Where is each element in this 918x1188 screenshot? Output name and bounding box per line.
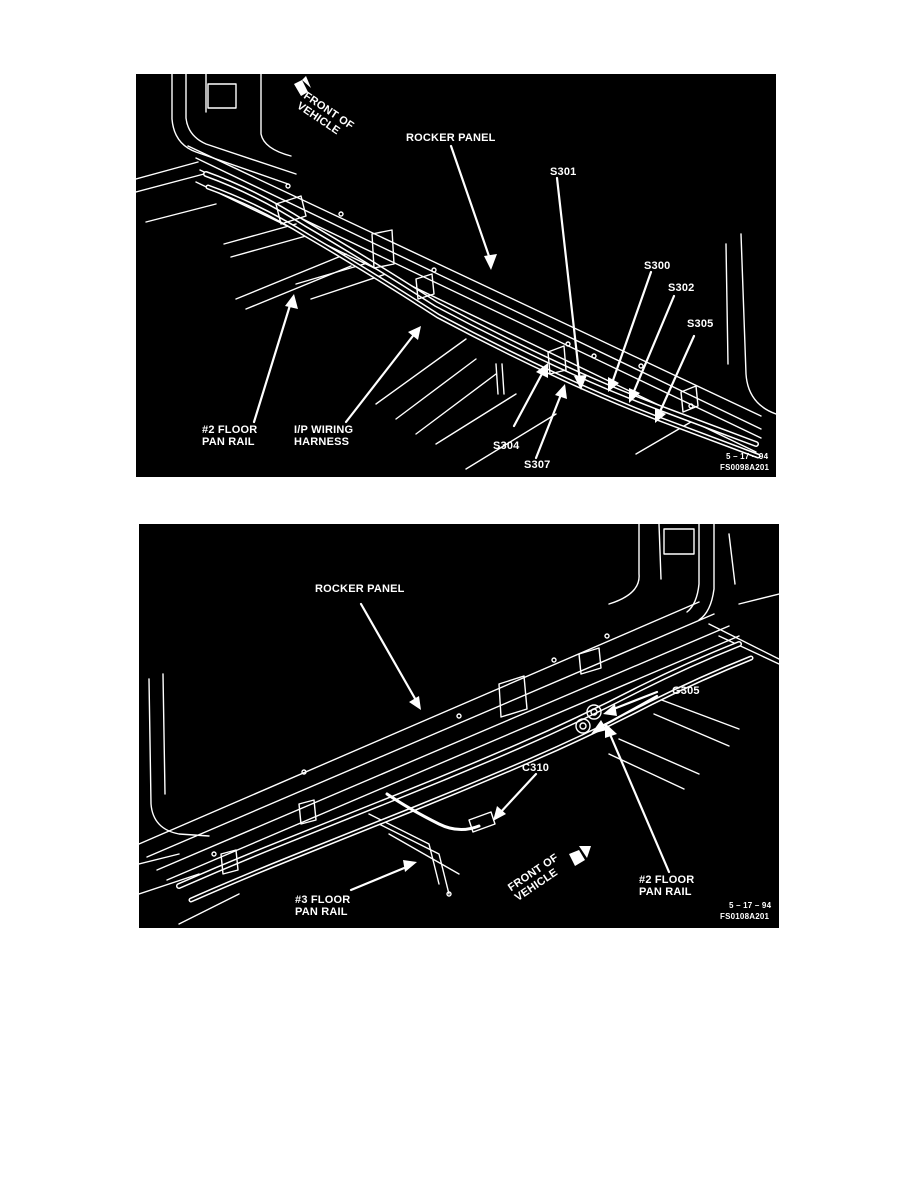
floor2-pan-rail-line-1: #2 FLOOR: [639, 874, 695, 886]
ip-wiring-harness-line-1: I/P WIRING: [294, 424, 354, 436]
s301-label: S301: [550, 166, 577, 178]
ground-location-illustration: [139, 524, 779, 925]
floor-pan-rail-label: #2 FLOOR PAN RAIL: [202, 424, 257, 448]
g305-label: G305: [672, 685, 700, 697]
floor-pan-rail-line-2: PAN RAIL: [202, 436, 255, 448]
s307-label: S307: [524, 459, 551, 471]
rocker-panel-label: ROCKER PANEL: [406, 132, 496, 144]
floor3-pan-rail-line-1: #3 FLOOR: [295, 894, 351, 906]
floor3-pan-rail-label: #3 FLOOR PAN RAIL: [295, 894, 350, 918]
s300-label: S300: [644, 260, 671, 272]
rocker-panel-label: ROCKER PANEL: [315, 583, 405, 595]
figure-code: FS0098A201: [720, 463, 770, 472]
figure-code: FS0108A201: [720, 912, 770, 921]
floor2-pan-rail-label: #2 FLOOR PAN RAIL: [639, 874, 694, 898]
s304-label: S304: [493, 440, 520, 452]
figure-date: 5 – 17 – 94: [729, 901, 772, 910]
figure-date: 5 – 17 – 94: [726, 452, 769, 461]
s305-label: S305: [687, 318, 714, 330]
floor3-pan-rail-line-2: PAN RAIL: [295, 906, 348, 918]
floor-pan-rail-line-1: #2 FLOOR: [202, 424, 258, 436]
ip-wiring-harness-label: I/P WIRING HARNESS: [294, 424, 353, 448]
floor2-pan-rail-line-2: PAN RAIL: [639, 886, 692, 898]
ip-wiring-harness-line-2: HARNESS: [294, 436, 350, 448]
c310-label: C310: [522, 762, 550, 774]
figure-rocker-panel-splices: FRONT OF VEHICLE ROCKER PANEL S301 S300 …: [136, 74, 776, 477]
s302-label: S302: [668, 282, 695, 294]
figure-rocker-panel-ground: ROCKER PANEL G305 C310 FRONT OF VEHICLE …: [139, 524, 779, 928]
splice-location-illustration: [136, 74, 776, 470]
